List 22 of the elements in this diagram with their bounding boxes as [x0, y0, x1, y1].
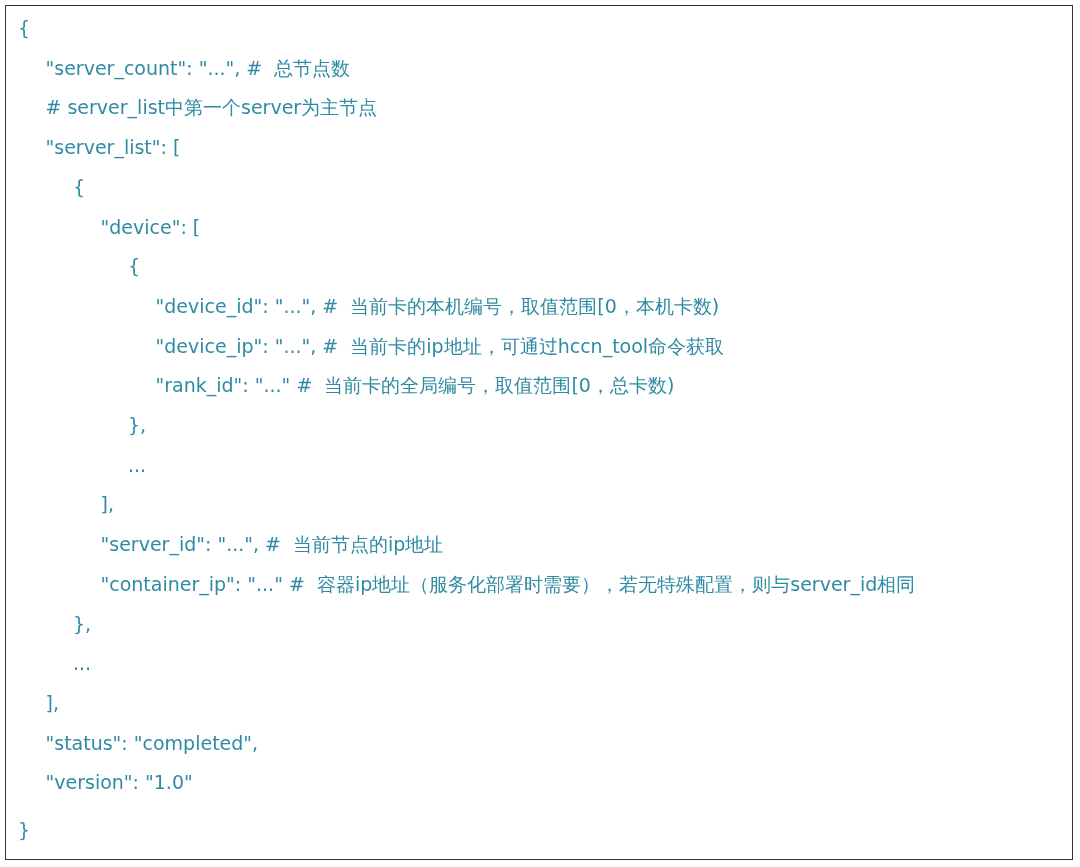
code-line: "device": [: [100, 214, 201, 239]
code-line: "version": "1.0": [45, 770, 193, 795]
code-line: "container_ip": "..." # 容器ip地址（服务化部署时需要），若无特殊配置，则与server_id相同: [100, 571, 916, 596]
code-line: {: [128, 254, 141, 279]
code-line: },: [128, 413, 147, 437]
code-line: ],: [45, 690, 59, 715]
code-line: "server_list": [: [45, 135, 181, 160]
code-line: "device_id": "...", # 当前卡的本机编号，取值范围[0，本机卡数): [155, 293, 720, 318]
code-line: "rank_id": "..." # 当前卡的全局编号，取值范围[0，总卡数): [155, 373, 675, 398]
code-line: }: [18, 818, 31, 842]
code-line: "server_id": "...", # 当前节点的ip地址: [100, 532, 444, 557]
code-line: # server_list中第一个server为主节点: [45, 95, 378, 120]
code-line: ],: [100, 492, 114, 517]
code-line: },: [73, 611, 92, 636]
code-line: ...: [73, 651, 92, 676]
code-line: {: [18, 16, 31, 40]
code-line: ...: [128, 452, 147, 477]
code-line: "device_ip": "...", # 当前卡的ip地址，可通过hccn_tool命令获取: [155, 333, 725, 358]
code-line: {: [73, 174, 86, 199]
code-line: "server_count": "...", # 总节点数: [45, 55, 351, 80]
code-line: "status": "completed",: [45, 730, 259, 755]
code-panel: [5, 5, 1073, 860]
